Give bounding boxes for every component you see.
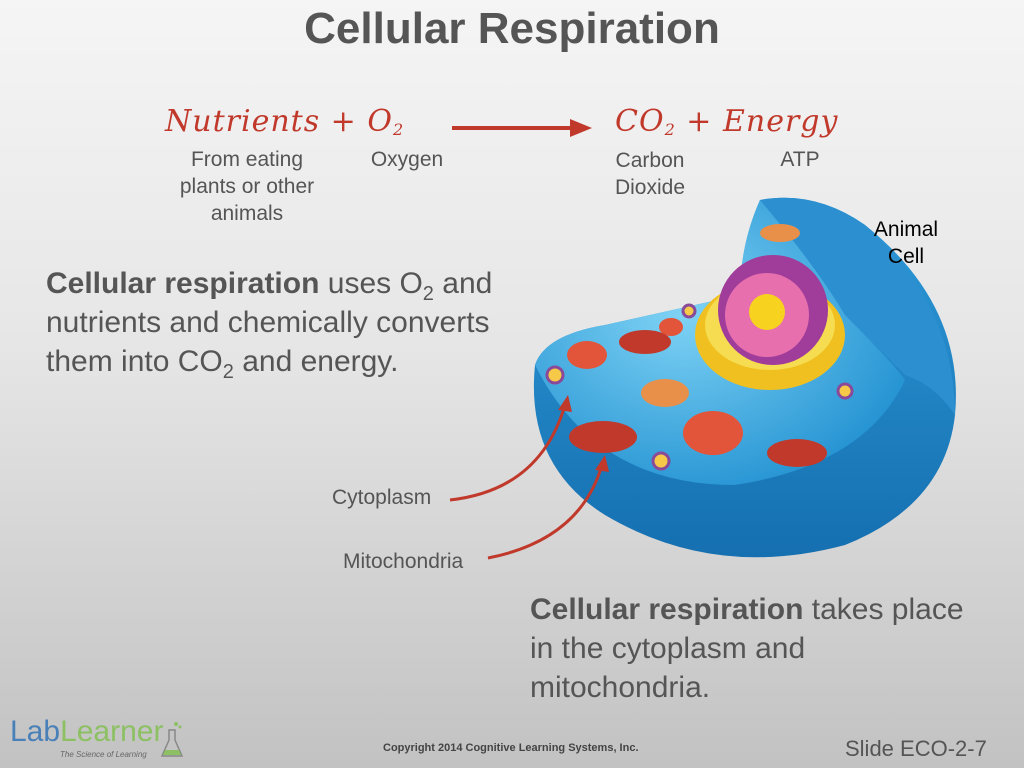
logo-tagline: The Science of Learning [60, 750, 147, 759]
nutrients-text: Nutrients [165, 104, 321, 139]
logo-lab-text: Lab [10, 715, 61, 748]
text: and nutrients and chemically converts th… [46, 267, 493, 378]
subscript: 2 [222, 361, 234, 383]
oxygen-label: Oxygen [370, 148, 444, 171]
energy-label: ATP [780, 148, 820, 171]
equation-products: CO2 + Energy [615, 104, 838, 140]
slide-title: Cellular Respiration [304, 4, 720, 53]
nutrients-label: From eating plants or other animals [179, 148, 315, 225]
mitochondria-label: Mitochondria [343, 550, 464, 573]
paragraph-respiration-definition: Cellular respiration uses O2 and nutrien… [46, 264, 506, 383]
plus-sign: + [686, 104, 713, 139]
subscript: 2 [422, 283, 434, 305]
text: uses O [319, 267, 423, 300]
cytoplasm-label: Cytoplasm [332, 486, 432, 509]
text: and energy. [233, 345, 399, 378]
o2-subscript: 2 [392, 120, 405, 139]
flask-icon [160, 722, 184, 757]
animal-cell-illustration [533, 197, 956, 558]
paragraph-respiration-location: Cellular respiration takes place in the … [530, 590, 970, 707]
pointer-arrows-icon [449, 395, 609, 560]
lablearner-logo: LabLearner The Science of Learning [10, 716, 190, 764]
reaction-arrow-icon [452, 119, 592, 137]
co2-subscript: 2 [664, 120, 676, 139]
slide-number: Slide ECO-2-7 [845, 736, 987, 761]
equation-nutrients: Nutrients + O2 [165, 104, 404, 140]
co2-text: CO [615, 104, 665, 139]
logo-learner-text: Learner [60, 715, 164, 748]
bold-term: Cellular respiration [46, 267, 320, 300]
bold-term: Cellular respiration [530, 593, 804, 626]
plus-sign: + [330, 104, 357, 139]
copyright-text: Copyright 2014 Cognitive Learning System… [383, 742, 639, 754]
o2-text: O [367, 104, 393, 139]
co2-label: Carbon Dioxide [614, 149, 686, 199]
animal-cell-label: Animal Cell [873, 218, 939, 268]
organelles [567, 224, 827, 467]
energy-text: Energy [722, 104, 839, 139]
text: takes place in the cytoplasm and mitocho… [530, 593, 964, 704]
